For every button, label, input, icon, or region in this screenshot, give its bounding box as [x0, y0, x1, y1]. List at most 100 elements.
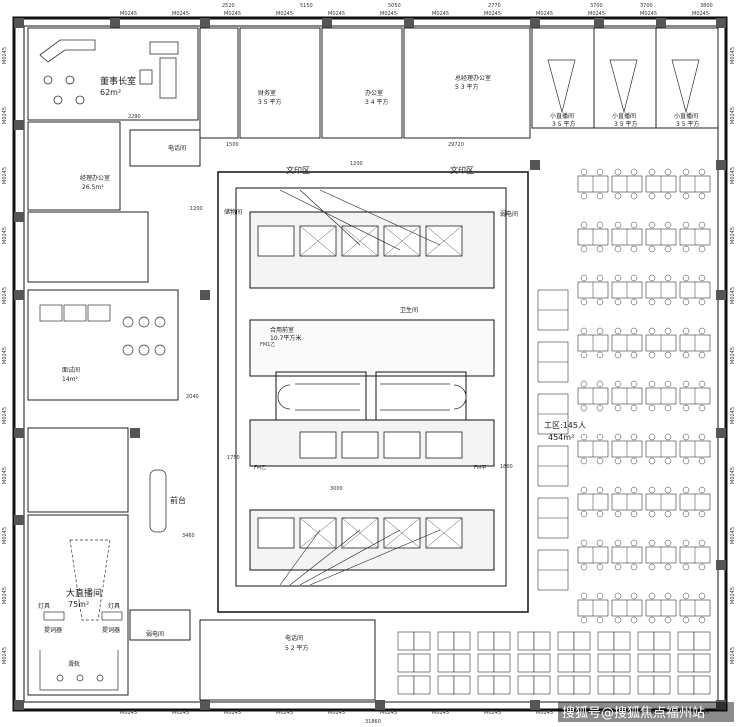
top-rooms	[27, 27, 719, 701]
wall-tag: M0245	[730, 407, 736, 424]
column	[404, 18, 414, 28]
desk	[533, 653, 551, 673]
chair	[698, 539, 706, 547]
chair	[682, 616, 690, 624]
column	[130, 428, 140, 438]
column	[716, 18, 726, 28]
dim-top-4: 2770	[488, 3, 501, 9]
big-live-area: 75m²	[68, 600, 89, 609]
corr-dim-1: 1500	[226, 142, 239, 148]
manager-area: 26.5m²	[82, 184, 104, 191]
chair	[580, 592, 588, 600]
chair	[614, 433, 622, 441]
chair	[682, 563, 690, 571]
workspace-desks	[537, 168, 711, 624]
wall-tag: M0245	[172, 11, 189, 17]
chair	[664, 539, 672, 547]
desk	[437, 675, 455, 695]
chair	[596, 563, 604, 571]
chair	[648, 563, 656, 571]
chair	[614, 404, 622, 412]
office-area: 3 4 平方	[365, 98, 388, 106]
chair	[698, 380, 706, 388]
chair	[580, 221, 588, 229]
chair	[682, 192, 690, 200]
desk	[397, 675, 415, 695]
chair	[614, 351, 622, 359]
desk	[677, 631, 695, 651]
desk	[637, 675, 655, 695]
wall-tag: M0245	[2, 647, 8, 664]
dim-top-5: 3700	[590, 3, 603, 9]
small-live-2-name: 小直播间	[612, 112, 636, 120]
elevator-shaft	[299, 431, 337, 459]
elevator-shaft	[383, 431, 421, 459]
desk	[477, 631, 495, 651]
shaft-cross	[383, 225, 421, 257]
column	[322, 18, 332, 28]
chair	[698, 351, 706, 359]
wall-tag: M0245	[484, 710, 501, 716]
wall-tags: M0245M0245M0245M0245M0245M0245M0245M0245…	[2, 11, 736, 716]
wall-tag: M0245	[730, 167, 736, 184]
manager-name: 经理办公室	[80, 174, 110, 182]
chair	[648, 221, 656, 229]
chair	[698, 563, 706, 571]
electric-bottom-area: 5 2 平方	[285, 644, 308, 652]
wall-tag: M0245	[432, 11, 449, 17]
core-dim-1: 1200	[190, 206, 203, 212]
chair	[614, 486, 622, 494]
chair	[682, 221, 690, 229]
power-room: 弱电间	[146, 630, 164, 638]
front-desk	[149, 469, 167, 533]
chair	[664, 192, 672, 200]
chair	[698, 245, 706, 253]
chairman-area: 62m²	[100, 88, 121, 97]
wall-tag: M0245	[120, 710, 137, 716]
wall-tag: M0245	[2, 587, 8, 604]
office-name: 办公室	[365, 89, 383, 97]
chair	[630, 380, 638, 388]
desk	[573, 675, 591, 695]
chair	[630, 327, 638, 335]
chair	[682, 457, 690, 465]
shaft-cross	[383, 517, 421, 549]
chair	[596, 404, 604, 412]
small-live-3-area: 3 5 平方	[676, 120, 699, 128]
elevator-shaft	[257, 225, 295, 257]
wall-tag: M0245	[172, 710, 189, 716]
chair	[614, 327, 622, 335]
interview-area: 14m²	[62, 376, 78, 383]
finance-name: 财务室	[258, 89, 276, 97]
column	[110, 18, 120, 28]
core-dim-5: 3460	[182, 533, 195, 539]
column	[656, 18, 666, 28]
column	[375, 700, 385, 710]
chair	[664, 380, 672, 388]
chair	[698, 221, 706, 229]
chair	[698, 510, 706, 518]
dim-top-6: 3700	[640, 3, 653, 9]
chair	[614, 539, 622, 547]
chair	[614, 168, 622, 176]
elevator-2: FM乙	[254, 464, 266, 471]
shaft-cross	[341, 225, 379, 257]
desk	[573, 631, 591, 651]
core-dim-7: 3000	[330, 486, 343, 492]
core-dim-2: 1200	[350, 161, 363, 167]
column	[14, 212, 24, 222]
chair	[664, 351, 672, 359]
column	[530, 160, 540, 170]
desk	[653, 631, 671, 651]
desk	[477, 653, 495, 673]
desk	[533, 675, 551, 695]
gm-area: 5 3 平方	[455, 83, 478, 91]
lamp-right: 灯具	[108, 602, 120, 610]
wall-tag: M0245	[730, 227, 736, 244]
chair	[596, 327, 604, 335]
wall-tag: M0245	[2, 527, 8, 544]
chair	[596, 274, 604, 282]
chairman-furniture	[39, 39, 179, 105]
chair	[630, 192, 638, 200]
